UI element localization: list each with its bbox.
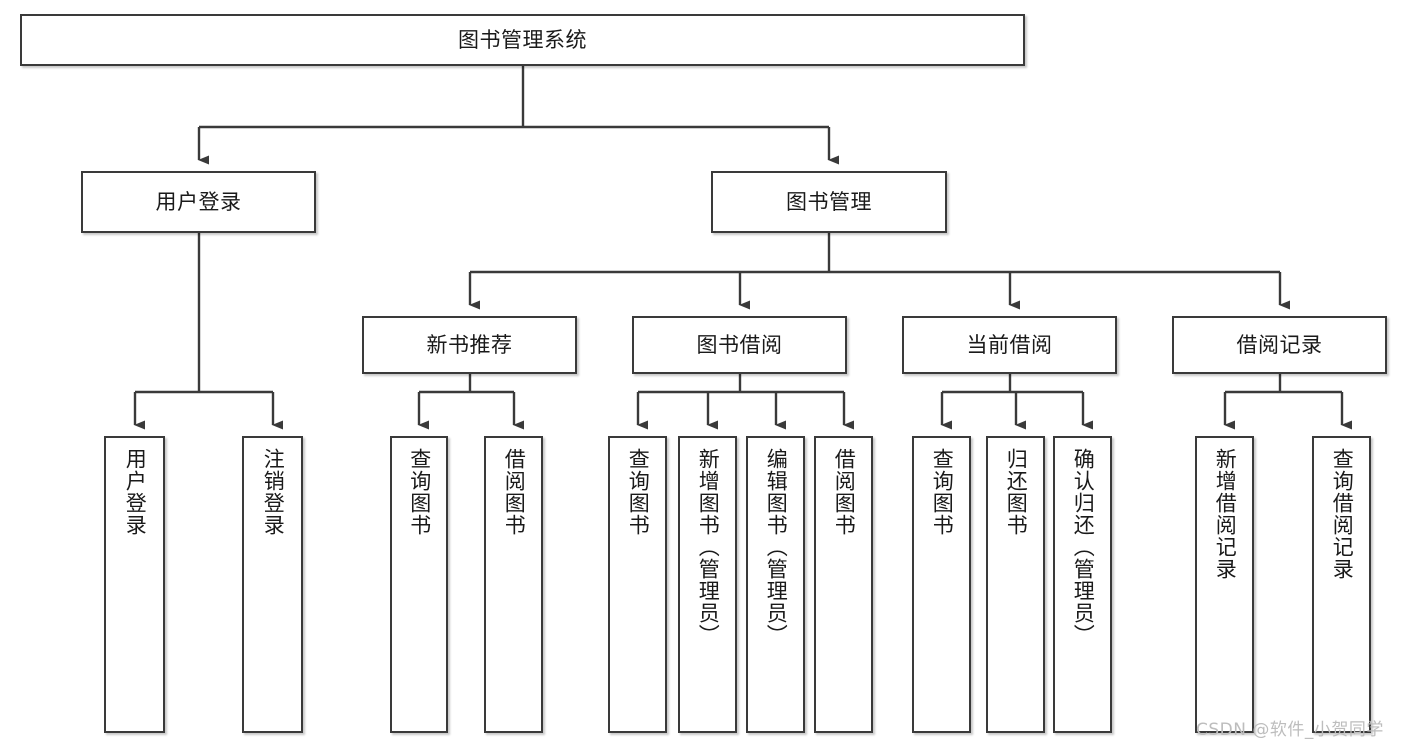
node-borrow-record[interactable]: 借阅记录 <box>1172 316 1387 374</box>
node-label: 当前借阅 <box>966 332 1053 357</box>
node-leaf-cb-return[interactable]: 归还图书 <box>986 436 1045 733</box>
node-label: 借阅记录 <box>1236 332 1323 357</box>
node-leaf-cb-query[interactable]: 查询图书 <box>912 436 971 733</box>
node-leaf-rec-query[interactable]: 查询图书 <box>390 436 448 733</box>
node-new-book-rec[interactable]: 新书推荐 <box>362 316 577 374</box>
node-leaf-br-add[interactable]: 新增借阅记录 <box>1195 436 1254 733</box>
node-label: 新书推荐 <box>426 332 513 357</box>
node-leaf-cb-confirm[interactable]: 确认归还（管理员） <box>1053 436 1112 733</box>
node-leaf-br-query[interactable]: 查询借阅记录 <box>1312 436 1371 733</box>
node-label: 查询图书 <box>930 448 955 536</box>
node-label: 新增借阅记录 <box>1213 448 1238 580</box>
node-current-borrow[interactable]: 当前借阅 <box>902 316 1117 374</box>
node-leaf-bb-query[interactable]: 查询图书 <box>608 436 667 733</box>
node-leaf-rec-borrow[interactable]: 借阅图书 <box>484 436 543 733</box>
node-label: 图书管理系统 <box>458 27 587 52</box>
node-label: 编辑图书（管理员） <box>764 448 789 646</box>
node-label: 查询图书 <box>626 448 651 536</box>
node-label: 新增图书（管理员） <box>696 448 721 646</box>
node-label: 借阅图书 <box>502 448 527 536</box>
node-label: 用户登录 <box>155 189 242 214</box>
node-leaf-bb-borrow[interactable]: 借阅图书 <box>814 436 873 733</box>
node-book-borrow[interactable]: 图书借阅 <box>632 316 847 374</box>
csdn-watermark: CSDN @软件_小贺同学 <box>1196 720 1384 740</box>
node-leaf-bb-add[interactable]: 新增图书（管理员） <box>678 436 737 733</box>
node-book-manage[interactable]: 图书管理 <box>711 171 947 233</box>
node-label: 借阅图书 <box>832 448 857 536</box>
node-root[interactable]: 图书管理系统 <box>20 14 1025 66</box>
node-label: 查询图书 <box>407 448 432 536</box>
node-user-login[interactable]: 用户登录 <box>81 171 316 233</box>
node-leaf-bb-edit[interactable]: 编辑图书（管理员） <box>746 436 805 733</box>
node-label: 图书管理 <box>786 189 872 214</box>
node-leaf-user-logout[interactable]: 注销登录 <box>242 436 303 733</box>
node-label: 注销登录 <box>261 448 286 536</box>
node-label: 图书借阅 <box>696 332 783 357</box>
node-label: 用户登录 <box>123 448 148 536</box>
node-leaf-user-login[interactable]: 用户登录 <box>104 436 165 733</box>
node-label: 归还图书 <box>1004 448 1029 536</box>
node-label: 查询借阅记录 <box>1330 448 1355 580</box>
node-label: 确认归还（管理员） <box>1071 448 1096 646</box>
